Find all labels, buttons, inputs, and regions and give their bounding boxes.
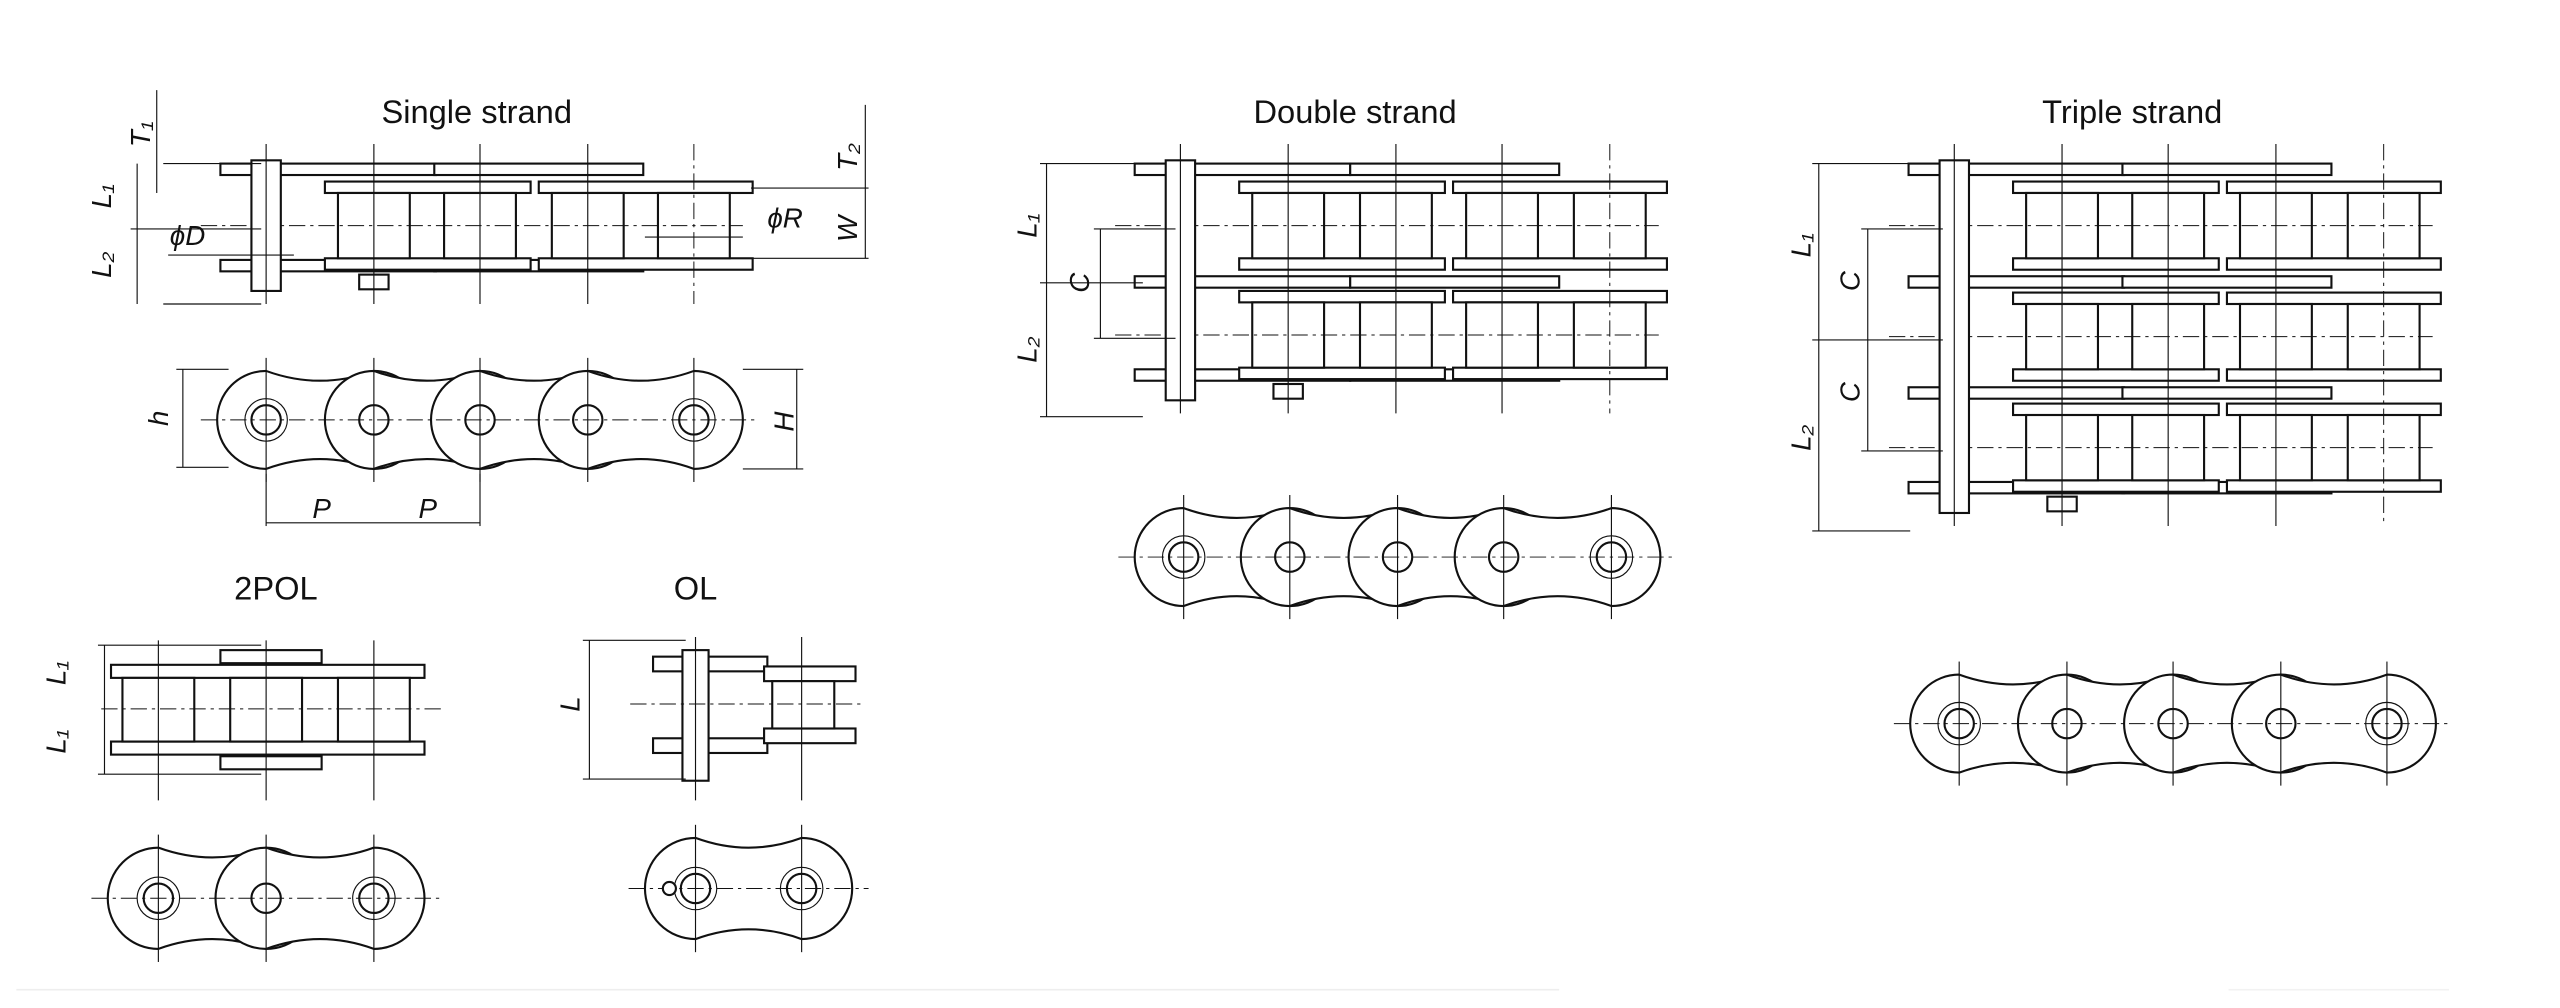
title-ol: OL (674, 570, 718, 607)
double-inner-plate (1238, 289, 1446, 304)
label-triple-c2: C (1835, 381, 1866, 402)
double-inner-plate (1452, 366, 1668, 381)
drawing-layer (91, 90, 2453, 962)
label-l2: L₂ (86, 251, 117, 277)
label-double-l1: L₁ (1012, 213, 1043, 237)
triple-outer-plate-top (2121, 162, 2333, 177)
label-h-large: H (768, 411, 799, 432)
single-inner-plate (323, 257, 532, 271)
title-double-strand: Double strand (1253, 93, 1456, 130)
triple-inner-plate (2012, 180, 2220, 195)
triple-middle-plate (2121, 386, 2333, 400)
triple-middle-plate (2121, 275, 2333, 289)
label-triple-c1: C (1835, 270, 1866, 291)
double-inner-plate (1452, 257, 1668, 271)
label-phi-r: ϕR (767, 202, 802, 233)
double-inner-plate (1452, 289, 1668, 304)
title-2pol: 2POL (234, 570, 317, 607)
ol-plate-bottom-offset (763, 727, 857, 745)
label-triple-l2: L₂ (1786, 424, 1817, 450)
triple-inner-plate (2225, 257, 2442, 271)
label-t2: T₂ (832, 143, 863, 171)
triple-inner-plate (2225, 479, 2442, 493)
ol-plate-top (652, 655, 769, 673)
triple-inner-plate (2012, 368, 2220, 382)
single-inner-plate (537, 257, 754, 271)
triple-inner-plate (2012, 257, 2220, 271)
label-phi-d: ϕD (170, 220, 205, 251)
triple-inner-plate (2012, 402, 2220, 417)
triple-inner-plate (2225, 291, 2442, 306)
single-inner-plate (537, 180, 754, 195)
triple-inner-plate (2012, 291, 2220, 306)
2pol-offset-plate-top (219, 649, 323, 665)
triple-inner-plate (2225, 368, 2442, 382)
label-pitch-1: P (312, 493, 331, 524)
label-double-c: C (1064, 272, 1095, 293)
title-triple-strand: Triple strand (2042, 93, 2222, 130)
double-middle-plate (1349, 275, 1561, 289)
triple-inner-plate (2012, 479, 2220, 493)
double-outer-plate-top (1349, 162, 1561, 177)
single-outer-plate-top (433, 162, 645, 177)
label-t1: T₁ (125, 121, 156, 147)
label-triple-l1: L₁ (1786, 233, 1817, 257)
double-inner-plate (1238, 180, 1446, 195)
label-2pol-l1-bottom: L₁ (40, 729, 71, 753)
ol-plate-bottom (652, 737, 769, 755)
2pol-offset-plate-bottom (219, 755, 323, 771)
ol-cotter-pin-icon (661, 880, 677, 897)
double-inner-plate (1452, 180, 1668, 195)
triple-inner-plate (2225, 180, 2442, 195)
double-inner-plate (1238, 366, 1446, 381)
label-h-small: h (143, 411, 174, 426)
title-single-strand: Single strand (381, 93, 572, 130)
ol-roller (771, 680, 836, 730)
label-ol-l: L (555, 696, 586, 711)
triple-inner-plate (2225, 402, 2442, 417)
label-2pol-l1-top: L₁ (40, 661, 71, 685)
label-l1: L₁ (86, 184, 117, 208)
label-pitch-2: P (418, 493, 437, 524)
ol-plate-top-offset (763, 665, 857, 683)
label-w: W (832, 213, 863, 242)
double-inner-plate (1238, 257, 1446, 271)
single-inner-plate (323, 180, 532, 195)
label-double-l2: L₂ (1012, 336, 1043, 362)
